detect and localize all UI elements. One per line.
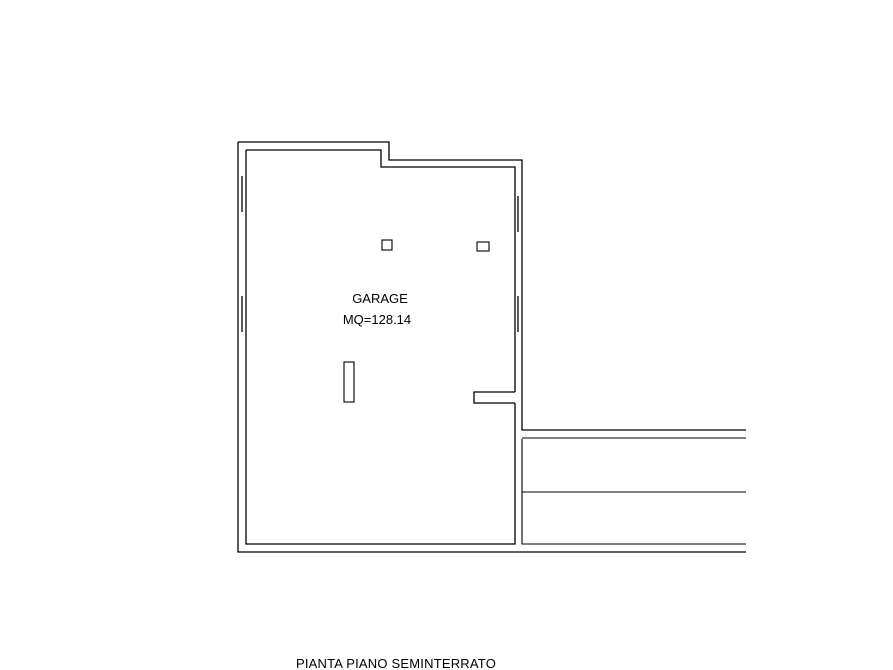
drain-channel <box>343 361 355 403</box>
room-area: MQ=128.14 <box>343 312 411 327</box>
garage-outer-wall <box>237 141 746 553</box>
pillar-left <box>381 239 393 251</box>
ramp-area <box>521 437 746 545</box>
plan-title: PIANTA PIANO SEMINTERRATO <box>296 656 496 670</box>
structural-elements <box>343 239 490 403</box>
garage-inner-wall <box>245 149 516 545</box>
garage-walls <box>237 141 746 553</box>
pillar-right <box>476 241 490 252</box>
room-name: GARAGE <box>352 291 408 306</box>
ramp-inner-edge <box>521 439 746 545</box>
partition-stub <box>473 391 515 404</box>
